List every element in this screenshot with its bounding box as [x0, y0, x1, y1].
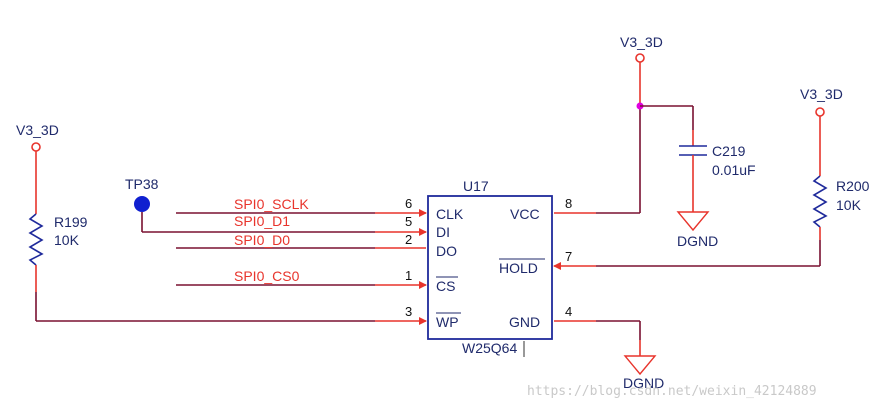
pin-num-wp: 3: [405, 304, 412, 319]
net-label-d1: SPI0_D1: [234, 213, 290, 229]
chip-ref: U17: [463, 178, 489, 194]
r199-power-label: V3_3D: [16, 122, 59, 138]
pin-num-hold: 7: [565, 249, 572, 264]
tp38-ref: TP38: [125, 176, 159, 192]
r199-power-port: [31, 142, 41, 152]
net-label-sclk: SPI0_SCLK: [234, 196, 309, 212]
pin-arrow-wp: [419, 317, 427, 325]
capacitor-c219: DGND C219 0.01uF: [676, 130, 756, 249]
resistor-r199: V3_3D R199 10K: [16, 122, 88, 321]
pin-name-do: DO: [436, 243, 457, 259]
pin-name-cs: CS: [436, 278, 455, 294]
watermark: https://blog.csdn.net/weixin_42124889: [527, 384, 817, 399]
r199-ref: R199: [54, 214, 88, 230]
chip-body: [427, 195, 553, 340]
c219-ground-label: DGND: [677, 233, 718, 249]
c219-ground-symbol: [676, 211, 710, 232]
net-label-d0: SPI0_D0: [234, 232, 290, 248]
pin-name-hold: HOLD: [499, 260, 538, 276]
vcc-power-port: [635, 53, 645, 63]
c219-power-label: V3_3D: [620, 34, 663, 50]
r200-power-port: [815, 107, 825, 117]
pin-name-clk: CLK: [436, 206, 464, 222]
tp38-dot: [134, 196, 150, 212]
pin-num-cs: 1: [405, 268, 412, 283]
r200-power-label: V3_3D: [800, 86, 843, 102]
chip-u17: U17 W25Q64 CLK DI DO CS WP VCC HOLD GND: [427, 178, 553, 357]
pin-arrow-hold: [553, 262, 561, 270]
gnd-ground-label: DGND: [623, 375, 664, 391]
testpoint-tp38: TP38: [125, 176, 159, 232]
net-label-cs0: SPI0_CS0: [234, 268, 300, 284]
pin-name-vcc: VCC: [510, 206, 540, 222]
r200-value: 10K: [836, 197, 862, 213]
resistor-r200: V3_3D R200 10K: [800, 86, 870, 266]
c219-ref: C219: [712, 143, 746, 159]
r199-zigzag: [28, 213, 44, 266]
pin-arrow-di: [419, 228, 427, 236]
pin-num-do: 2: [405, 232, 412, 247]
pin-name-gnd: GND: [509, 314, 540, 330]
r200-zigzag: [812, 175, 828, 228]
r199-value: 10K: [54, 232, 80, 248]
pin-num-vcc: 8: [565, 196, 572, 211]
c219-value: 0.01uF: [712, 162, 756, 178]
pin-num-di: 5: [405, 214, 412, 229]
pin-name-di: DI: [436, 224, 450, 240]
gnd-ground-symbol: [623, 355, 657, 376]
pin-num-clk: 6: [405, 196, 412, 211]
r200-ref: R200: [836, 178, 870, 194]
pin-num-gnd: 4: [565, 304, 572, 319]
chip-part: W25Q64: [462, 340, 517, 356]
pin-arrow-cs: [419, 281, 427, 289]
pin-arrow-clk: [419, 209, 427, 217]
pin-name-wp: WP: [436, 314, 459, 330]
